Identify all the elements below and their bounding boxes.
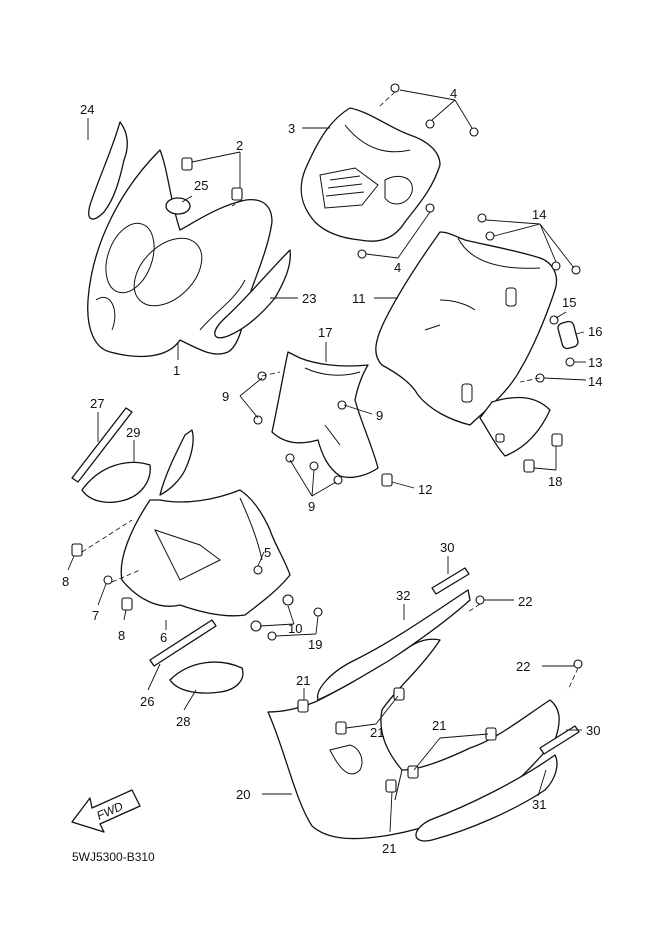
callout-15: 15	[562, 295, 576, 310]
callout-26: 26	[140, 694, 154, 709]
strip-part-27	[71, 407, 133, 483]
callout-3: 3	[288, 121, 295, 136]
callout-24: 24	[80, 102, 94, 117]
decal-part-30-top	[431, 567, 470, 595]
callout-9-bottom: 9	[308, 499, 315, 514]
callout-21-d: 21	[382, 841, 396, 856]
callout-6: 6	[160, 630, 167, 645]
inner-panel-part-11	[375, 231, 558, 426]
callout-8-left: 8	[62, 574, 69, 589]
headlight-duct-part-3	[300, 107, 441, 242]
screw-part-19	[313, 607, 323, 617]
callout-31: 31	[532, 797, 546, 812]
callout-13: 13	[588, 355, 602, 370]
callout-8-lower: 8	[118, 628, 125, 643]
callout-21-b: 21	[370, 725, 384, 740]
nut-part-21	[297, 687, 497, 793]
callout-12: 12	[418, 482, 432, 497]
washer-part-10b	[250, 620, 262, 632]
decal-part-28	[169, 661, 244, 694]
callout-28: 28	[176, 714, 190, 729]
decal-part-31	[415, 754, 558, 842]
callout-9-left: 9	[222, 389, 229, 404]
front-cowl-part-1	[87, 149, 273, 358]
callout-20: 20	[236, 787, 250, 802]
callout-30-top: 30	[440, 540, 454, 555]
screw-part-4	[357, 83, 479, 259]
callout-14-top: 14	[532, 207, 546, 222]
screw-part-5	[253, 565, 263, 575]
emblem-part-25	[165, 197, 191, 215]
callout-1: 1	[173, 363, 180, 378]
callout-25: 25	[194, 178, 208, 193]
callout-22-top: 22	[518, 594, 532, 609]
washer-part-13	[565, 357, 575, 367]
callout-2: 2	[236, 138, 243, 153]
center-bracket-part-17	[271, 351, 379, 479]
callout-32: 32	[396, 588, 410, 603]
callout-5: 5	[264, 545, 271, 560]
callout-10: 10	[288, 621, 302, 636]
nut-part-8-left	[71, 543, 83, 557]
callout-21-a: 21	[296, 673, 310, 688]
screw-part-22-top	[475, 595, 485, 605]
under-cowl-part-6	[120, 489, 291, 617]
bracket-part-18-area	[479, 396, 563, 473]
decal-part-32	[317, 589, 471, 701]
leader-lines	[67, 89, 587, 833]
callout-29: 29	[126, 425, 140, 440]
nut-part-12	[381, 473, 393, 487]
assembly-lines	[81, 91, 579, 691]
callout-30-right: 30	[586, 723, 600, 738]
callout-16: 16	[588, 324, 602, 339]
side-panel-near-6	[159, 429, 194, 496]
decal-part-23	[214, 249, 291, 339]
callout-labels: 1 2 3 4 4 5 6 7 8 8 9 9 9 10 11 12 13 14…	[62, 86, 602, 856]
drawing-code: 5WJ5300-B310	[72, 850, 155, 864]
callout-18: 18	[548, 474, 562, 489]
screw-part-7	[103, 575, 113, 585]
screw-part-19b	[267, 631, 277, 641]
grommet-part-16	[557, 320, 579, 350]
callout-4-top: 4	[450, 86, 457, 101]
fwd-arrow-icon: FWD	[71, 789, 141, 833]
callout-17: 17	[318, 325, 332, 340]
washer-part-10	[282, 594, 294, 606]
screw-part-22-right	[573, 659, 583, 669]
callout-4-bottom: 4	[394, 260, 401, 275]
callout-19: 19	[308, 637, 322, 652]
callout-27: 27	[90, 396, 104, 411]
callout-21-c: 21	[432, 718, 446, 733]
strip-part-26	[149, 619, 217, 667]
callout-23: 23	[302, 291, 316, 306]
nut-part-2	[181, 157, 243, 201]
callout-11: 11	[352, 291, 366, 306]
nut-part-8-lower	[121, 597, 133, 611]
callout-22-right: 22	[516, 659, 530, 674]
decal-part-29	[81, 461, 151, 503]
callout-7: 7	[92, 608, 99, 623]
callout-14-right: 14	[588, 374, 602, 389]
decal-part-24	[88, 121, 128, 220]
callout-9-right: 9	[376, 408, 383, 423]
